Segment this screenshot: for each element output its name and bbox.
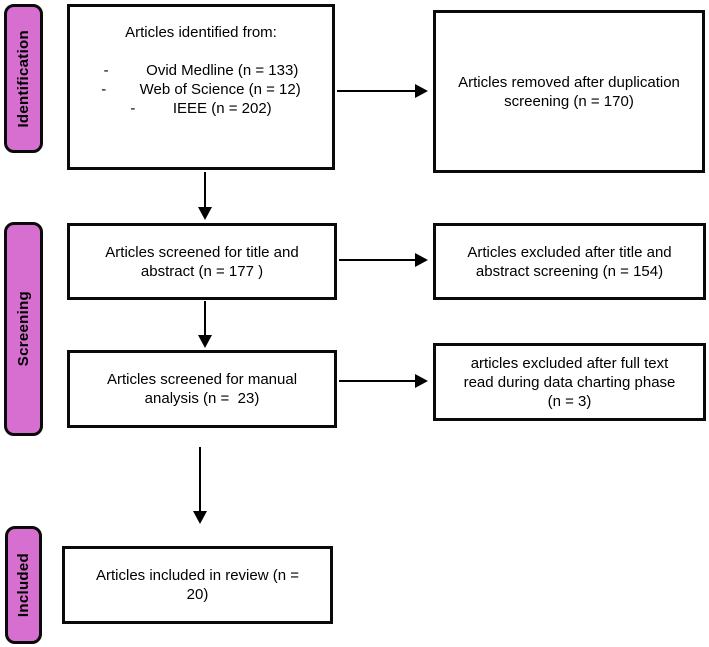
list-item-web-of-science: - Web of Science (n = 12) — [101, 81, 301, 98]
box-articles-removed-duplication-text: Articles removed after duplication scree… — [458, 73, 685, 110]
box-excluded-title-abstract-text: Articles excluded after title and abstra… — [467, 243, 676, 280]
arrow-screened-to-manual-line — [204, 301, 206, 336]
stage-label-included-text: Included — [15, 552, 32, 618]
arrow-screened-to-manual-head-icon — [198, 335, 212, 348]
arrow-manual-to-excluded-fulltext-head-icon — [415, 374, 428, 388]
arrow-manual-to-excluded-fulltext-line — [339, 380, 417, 382]
arrow-identified-to-removed-line — [337, 90, 417, 92]
arrow-identified-to-screened-head-icon — [198, 207, 212, 220]
box-screened-title-abstract-text: Articles screened for title and abstract… — [105, 243, 303, 280]
stage-label-identification-text: Identification — [15, 29, 32, 128]
box-included-review-text: Articles included in review (n = 20) — [95, 567, 304, 603]
arrow-screened-to-excluded-title-line — [339, 259, 417, 261]
box-excluded-full-text-text: articles excluded after full text read d… — [463, 354, 680, 410]
box-screened-manual-analysis: Articles screened for manual analysis (n… — [67, 350, 337, 428]
box-excluded-title-abstract: Articles excluded after title and abstra… — [433, 223, 706, 300]
box-screened-manual-analysis-text: Articles screened for manual analysis (n… — [106, 371, 302, 407]
stage-label-included: Included — [5, 526, 42, 644]
stage-label-identification: Identification — [4, 4, 43, 153]
box-screened-title-abstract: Articles screened for title and abstract… — [67, 223, 337, 300]
arrow-identified-to-screened-line — [204, 172, 206, 208]
stage-label-screening-text: Screening — [15, 291, 32, 367]
box-excluded-full-text: articles excluded after full text read d… — [433, 343, 706, 421]
arrow-manual-to-included-head-icon — [193, 511, 207, 524]
box-articles-identified: Articles identified from: - Ovid Medline… — [67, 4, 335, 170]
arrow-identified-to-removed-head-icon — [415, 84, 428, 98]
box-articles-identified-title: Articles identified from: — [125, 24, 277, 41]
box-included-review: Articles included in review (n = 20) — [62, 546, 333, 624]
box-articles-identified-list: - Ovid Medline (n = 133) - Web of Scienc… — [70, 61, 332, 118]
arrow-manual-to-included-line — [199, 447, 201, 513]
box-articles-removed-duplication: Articles removed after duplication scree… — [433, 10, 705, 173]
list-item-ieee: - IEEE (n = 202) — [130, 100, 272, 117]
list-item-ovid-medline: - Ovid Medline (n = 133) — [103, 62, 299, 79]
stage-label-screening: Screening — [4, 222, 43, 436]
arrow-screened-to-excluded-title-head-icon — [415, 253, 428, 267]
